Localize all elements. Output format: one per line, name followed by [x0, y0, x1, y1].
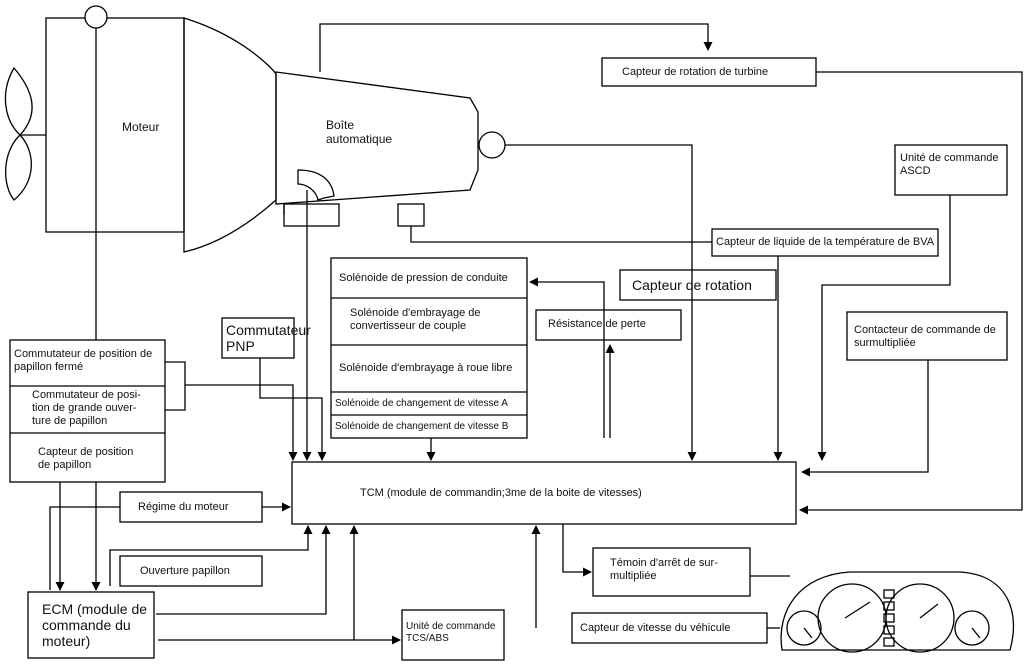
solenoid-group [330, 257, 528, 439]
turbine-sensor-label: Capteur de rotation de turbine [622, 66, 769, 78]
tcm-box [291, 461, 797, 525]
transmission-body [275, 71, 479, 205]
overdrive-lamp-box [592, 547, 751, 597]
freewheel-solenoid-label: Solénoide d'embrayage à roue libre [339, 362, 513, 374]
ascd-box [894, 144, 1008, 196]
overdrive-switch-box [846, 311, 1008, 361]
overdrive-lamp-label: Témoin d'arrêt de sur- multipliée [610, 557, 718, 582]
tcs-abs-label: Unité de commande TCS/ABS [406, 621, 496, 644]
resistor-label: Résistance de perte [548, 318, 646, 330]
line-pressure-solenoid-label: Solénoide de pression de conduite [339, 272, 508, 284]
instrument-cluster-icon [780, 571, 1015, 653]
engine-label: Moteur [122, 120, 160, 134]
engine-block [45, 17, 185, 233]
engine-speed-label: Régime du moteur [138, 501, 229, 513]
wide-open-throttle-label: Commutateur de posi- tion de grande ouve… [32, 389, 141, 427]
closed-throttle-switch-label: Commutateur de position de papillon ferm… [14, 348, 153, 373]
crank-sensor-icon [84, 5, 108, 29]
vehicle-speed-label: Capteur de vitesse du véhicule [580, 622, 731, 634]
throttle-opening-box [119, 555, 263, 587]
ecm-label: ECM (module de commande du moteur) [42, 601, 148, 649]
transmission-label: Boîte automatique [326, 118, 393, 146]
pnp-label: Commutateur PNP [226, 322, 311, 354]
resistor-box [535, 309, 682, 341]
fluid-temp-label: Capteur de liquide de la température de … [716, 236, 935, 248]
overdrive-switch-label: Contacteur de commande de surmultipliée [854, 324, 996, 349]
torque-converter-solenoid-label: Solénoide d'embrayage de convertisseur d… [350, 307, 481, 332]
throttle-opening-label: Ouverture papillon [140, 565, 230, 577]
ecm-box [27, 591, 155, 659]
rotation-sensor-box [619, 269, 777, 301]
shift-solenoid-b-label: Solénoide de changement de vitesse B [335, 421, 509, 432]
fan-icon [4, 66, 33, 136]
tcs-abs-box [401, 609, 505, 661]
rotation-sensor-label: Capteur de rotation [632, 277, 752, 293]
throttle-position-sensor-label: Capteur de position de papillon [38, 446, 134, 471]
output-sensor-icon [478, 131, 506, 159]
ascd-label: Unité de commande ASCD [900, 152, 999, 177]
turbine-sensor-icon [297, 169, 335, 201]
throttle-switch-group [9, 339, 166, 483]
pnp-box [221, 317, 295, 359]
tcm-label: TCM (module de commandin;3me de la boite… [360, 487, 642, 499]
shift-solenoid-a-label: Solénoide de changement de vitesse A [335, 398, 508, 409]
bell-housing [183, 17, 277, 253]
